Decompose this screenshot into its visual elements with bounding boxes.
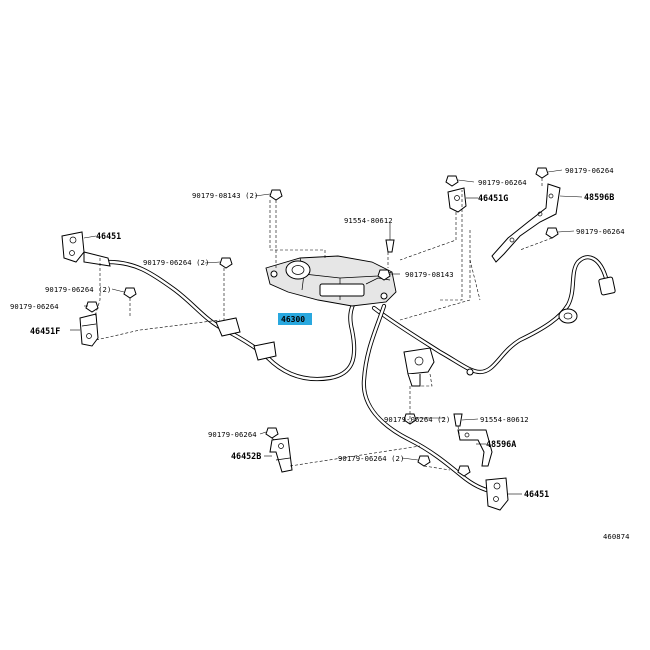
- part-labels: 90179-08143 (2) 90179-06264 (2) 90179-06…: [10, 166, 630, 541]
- label-bracket-lower-left: 46452B: [231, 451, 261, 461]
- right-cable-end-bracket: [485, 477, 509, 511]
- bracket-48596A: [457, 429, 493, 467]
- label-cable-left: 46451: [96, 231, 121, 241]
- fasteners: [85, 167, 559, 477]
- bracket-46452B: [269, 437, 293, 473]
- label-nut-center-lower: 90179-06264 (2): [384, 415, 450, 424]
- label-actuator: 46300: [281, 315, 305, 324]
- label-bolt-actuator-top: 90179-08143 (2): [192, 191, 258, 200]
- reference-lines: [94, 178, 553, 471]
- label-bolt-actuator-right: 90179-08143: [405, 270, 454, 279]
- label-screw-top: 91554-80612: [344, 216, 393, 225]
- label-nut-far-right-top: 90179-06264: [565, 166, 614, 175]
- label-nut-bottom: 90179-06264 (2): [338, 454, 404, 463]
- right-cable: [371, 255, 609, 375]
- left-cable-clips: [215, 317, 474, 376]
- actuator-label-highlight: [278, 313, 312, 325]
- lower-cable: [361, 303, 497, 495]
- label-nut-left-a: 90179-06264 (2): [45, 285, 111, 294]
- label-nut-lower-left: 90179-06264: [208, 430, 257, 439]
- label-bracket-upper-right: 46451G: [478, 193, 508, 203]
- bracket-48596B: [491, 183, 561, 263]
- right-cable-connector: [558, 276, 616, 324]
- label-screw-lower-right: 91554-80612: [480, 415, 529, 424]
- label-nut-far-right-mid: 90179-06264: [576, 227, 625, 236]
- bracket-46451F: [79, 313, 99, 347]
- label-nut-left-b: 90179-06264: [10, 302, 59, 311]
- label-bracket-lower-right: 48596A: [486, 439, 516, 449]
- bracket-46451G: [447, 187, 467, 213]
- label-nut-upper-right: 90179-06264: [478, 178, 527, 187]
- label-cable-right: 46451: [524, 489, 549, 499]
- label-nut-upper-left: 90179-06264 (2): [143, 258, 209, 267]
- parking-brake-actuator: [265, 255, 397, 307]
- label-bracket-upper-far-right: 48596B: [584, 192, 614, 202]
- drawing-code: 460874: [603, 532, 630, 541]
- label-bracket-left: 46451F: [30, 326, 60, 336]
- left-cable-end-bracket: [61, 231, 111, 267]
- center-cable-guide: [403, 347, 435, 387]
- leader-lines: [70, 169, 583, 495]
